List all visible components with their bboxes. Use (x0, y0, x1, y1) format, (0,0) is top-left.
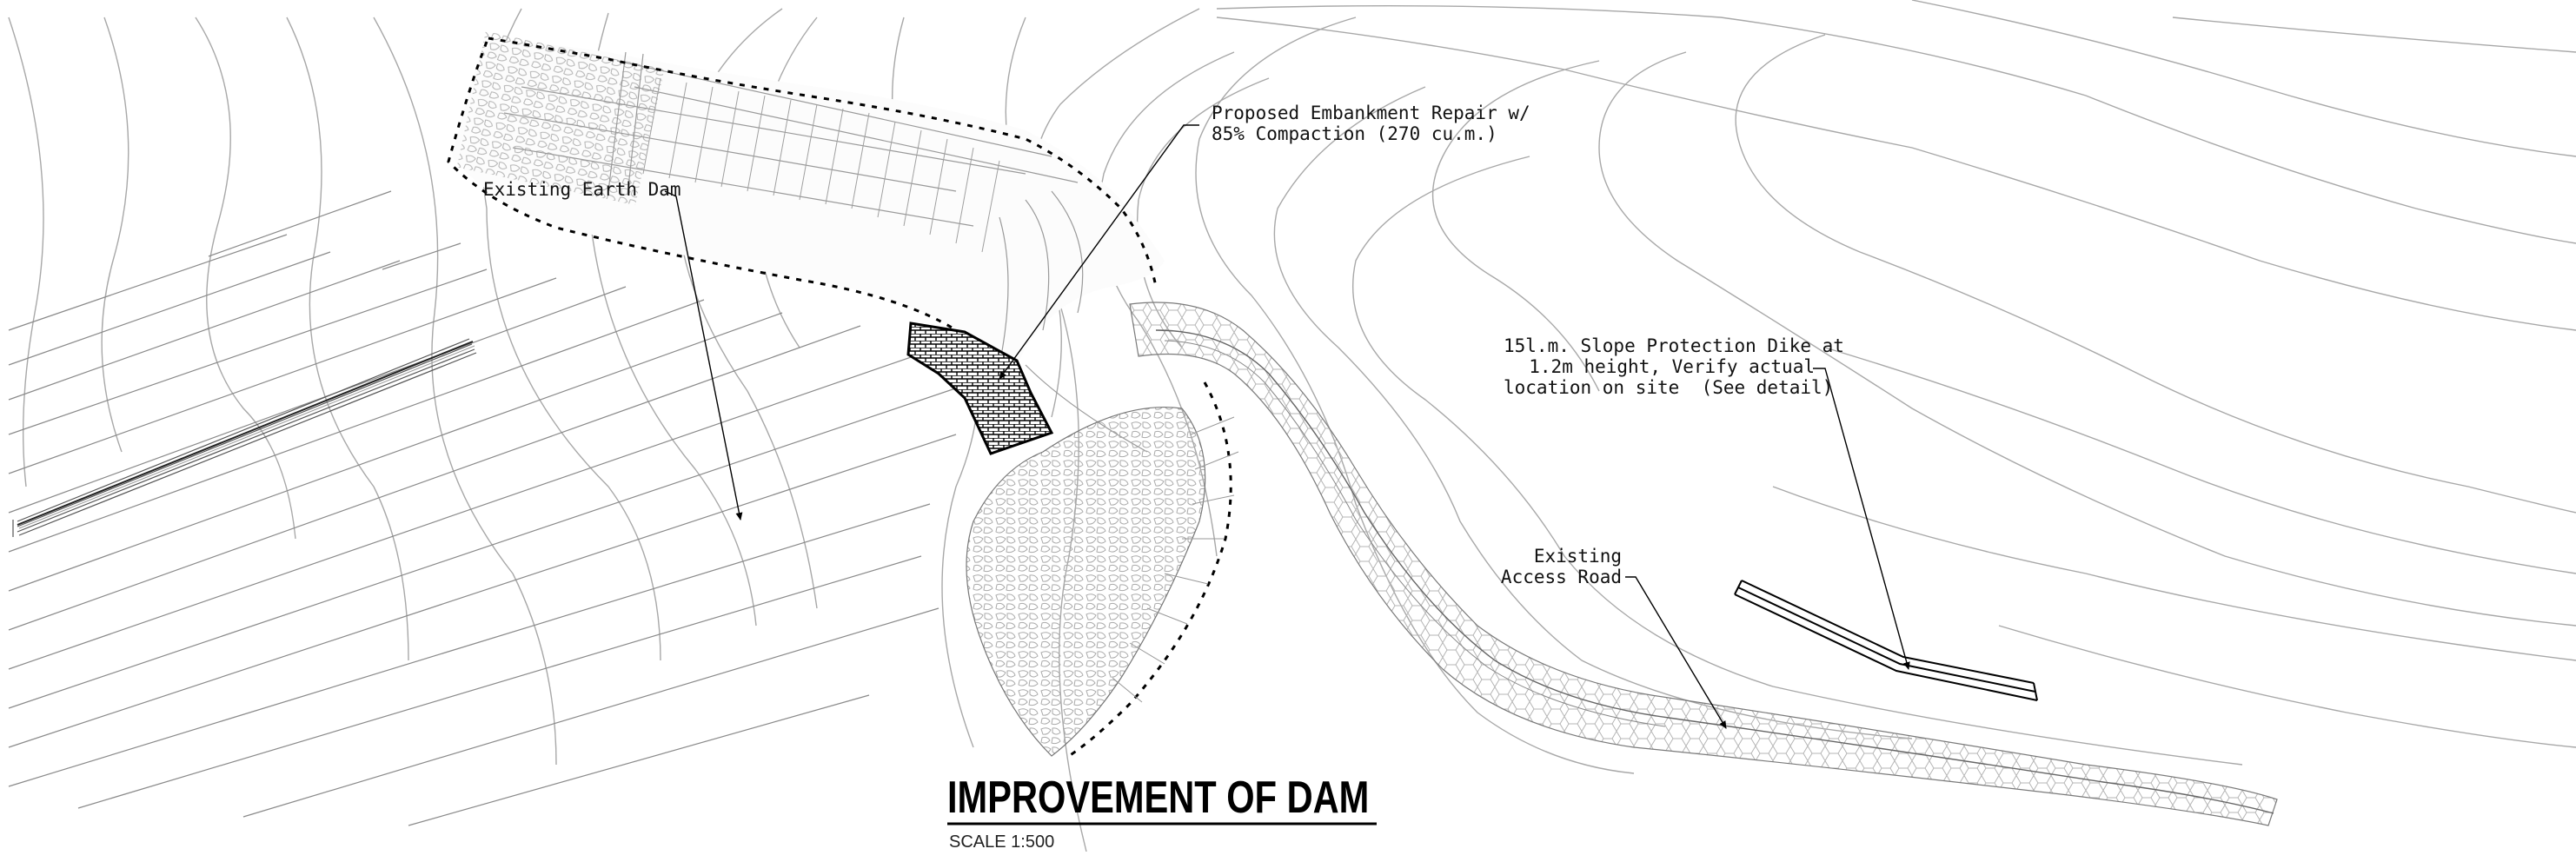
label-embankment-repair-line2: 85% Compaction (270 cu.m.) (1212, 123, 1497, 144)
spillway-channel (12, 338, 477, 537)
embankment-repair-area (906, 322, 1054, 455)
drawing-title: IMPROVEMENT OF DAM (947, 772, 1370, 823)
existing-earth-dam (447, 30, 1165, 453)
drawing-scale: SCALE 1:500 (949, 832, 1055, 852)
label-slope-dike-line2: 1.2m height, Verify actual (1529, 356, 1815, 377)
leader-lines (664, 124, 1910, 729)
label-access-road-line2: Access Road (1500, 567, 1622, 587)
dam-toe-outline (488, 36, 1158, 288)
label-access-road-line1: Existing (1533, 546, 1622, 567)
label-slope-dike-line1: 15l.m. Slope Protection Dike at (1504, 335, 1844, 356)
slope-protection-dike (1734, 580, 2038, 701)
label-embankment-repair-line1: Proposed Embankment Repair w/ (1212, 103, 1530, 123)
existing-access-road (1129, 302, 2278, 826)
reservoir-water-lines (8, 190, 974, 826)
stone-apron (966, 381, 1239, 758)
label-existing-earth-dam: Existing Earth Dam (483, 179, 681, 200)
label-slope-dike-line3: location on site (See detail) (1504, 377, 1834, 398)
